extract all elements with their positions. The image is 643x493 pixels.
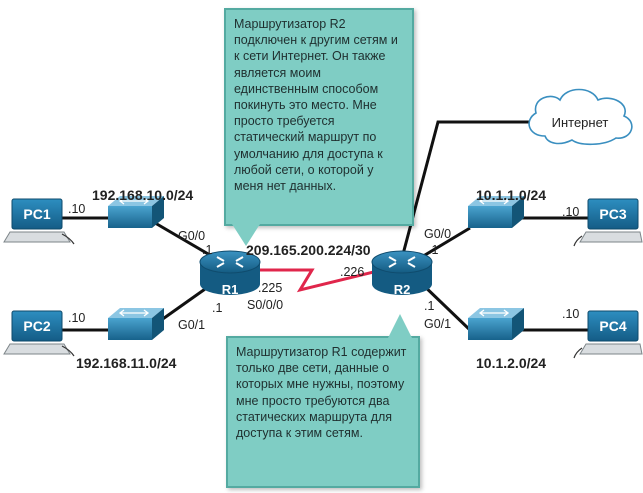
pc-4: PC4 (573, 310, 643, 359)
addr-r2-s: .226 (340, 265, 364, 279)
network-lan4: 10.1.2.0/24 (476, 355, 546, 371)
callout-r1-tail (388, 314, 412, 338)
router-r1: R1 (199, 250, 261, 297)
link-r2-sw4 (418, 280, 472, 332)
intf-r2-g01: G0/1 (424, 317, 451, 331)
cloud-label: Интернет (552, 115, 609, 130)
addr-pc1: .10 (68, 202, 85, 216)
link-r2-sw3 (419, 226, 471, 260)
addr-pc4: .10 (562, 307, 579, 321)
network-lan1: 192.168.10.0/24 (92, 187, 193, 203)
callout-r2: Маршрутизатор R2 подключен к другим сетя… (224, 8, 414, 226)
router-r2-label: R2 (394, 282, 411, 297)
pc1-label: PC1 (23, 206, 50, 222)
addr-pc2: .10 (68, 311, 85, 325)
internet-cloud: Интернет (528, 88, 633, 146)
pc-3: PC3 (573, 198, 643, 247)
router-r1-label: R1 (222, 282, 239, 297)
addr-r2-g01: .1 (424, 299, 434, 313)
callout-r1: Маршрутизатор R1 содержит только две сет… (226, 336, 420, 488)
link-sw1-r1 (149, 218, 216, 260)
addr-r1-g01: .1 (212, 301, 222, 315)
switch-3 (468, 196, 524, 228)
router-r2: R2 (371, 250, 433, 297)
addr-r1-g00: .1 (202, 243, 212, 257)
serial-link (244, 268, 383, 293)
pc-1: PC1 (3, 198, 75, 245)
pc3-label: PC3 (599, 206, 626, 222)
addr-r1-s000: .225 (258, 281, 282, 295)
switch-4 (468, 308, 524, 340)
pc2-label: PC2 (23, 318, 50, 334)
network-lan2: 192.168.11.0/24 (76, 355, 177, 371)
intf-r2-g00: G0/0 (424, 227, 451, 241)
pc4-label: PC4 (599, 318, 626, 334)
addr-r2-g00: .1 (428, 243, 438, 257)
switch-2 (108, 308, 164, 340)
pc-2: PC2 (3, 310, 75, 357)
intf-r1-g00: G0/0 (178, 229, 205, 243)
callout-r2-tail (232, 224, 260, 246)
addr-pc3: .10 (562, 205, 579, 219)
link-r2-internet (400, 120, 532, 259)
network-lan3: 10.1.1.0/24 (476, 187, 546, 203)
intf-r1-s000: S0/0/0 (247, 298, 283, 312)
switch-1 (108, 196, 164, 228)
callout-r2-text: Маршрутизатор R2 подключен к другим сетя… (234, 17, 398, 194)
intf-r1-g01: G0/1 (178, 318, 205, 332)
callout-r1-text: Маршрутизатор R1 содержит только две сет… (236, 345, 407, 441)
network-wan: 209.165.200.224/30 (246, 242, 371, 258)
